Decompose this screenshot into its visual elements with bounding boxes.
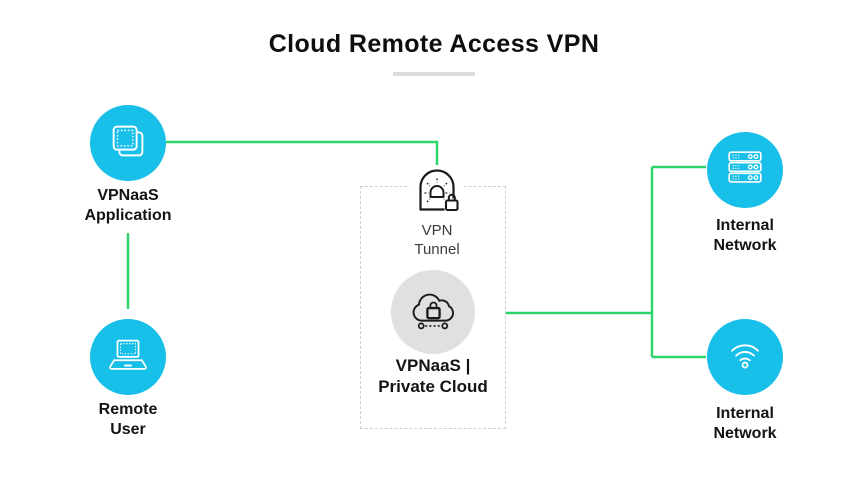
internal-network-servers-label: Internal Network	[713, 217, 777, 254]
internal-network-wifi-label: Internal Network	[713, 405, 777, 442]
remote-user-label: Remote User	[98, 401, 158, 438]
vpnaas-application-node	[90, 105, 166, 181]
tunnel-lock-icon	[411, 164, 463, 221]
remote-user-node	[90, 319, 166, 395]
vpn-tunnel-node	[410, 165, 464, 219]
cloud-lock-icon	[405, 285, 461, 340]
private-cloud-label: VPNaaS | Private Cloud	[378, 356, 488, 396]
internal-network-wifi-node	[707, 319, 783, 395]
server-rack-icon	[722, 145, 768, 196]
title-underline	[393, 72, 475, 76]
vpnaas-application-label: VPNaaS Application	[84, 187, 172, 224]
laptop-icon	[105, 332, 151, 383]
wifi-icon	[722, 332, 768, 383]
internal-network-servers-node	[707, 132, 783, 208]
private-cloud-node	[391, 270, 475, 354]
stacked-app-windows-icon	[105, 118, 151, 169]
page-title: Cloud Remote Access VPN	[268, 30, 600, 58]
vpn-tunnel-label: VPN Tunnel	[414, 222, 460, 259]
